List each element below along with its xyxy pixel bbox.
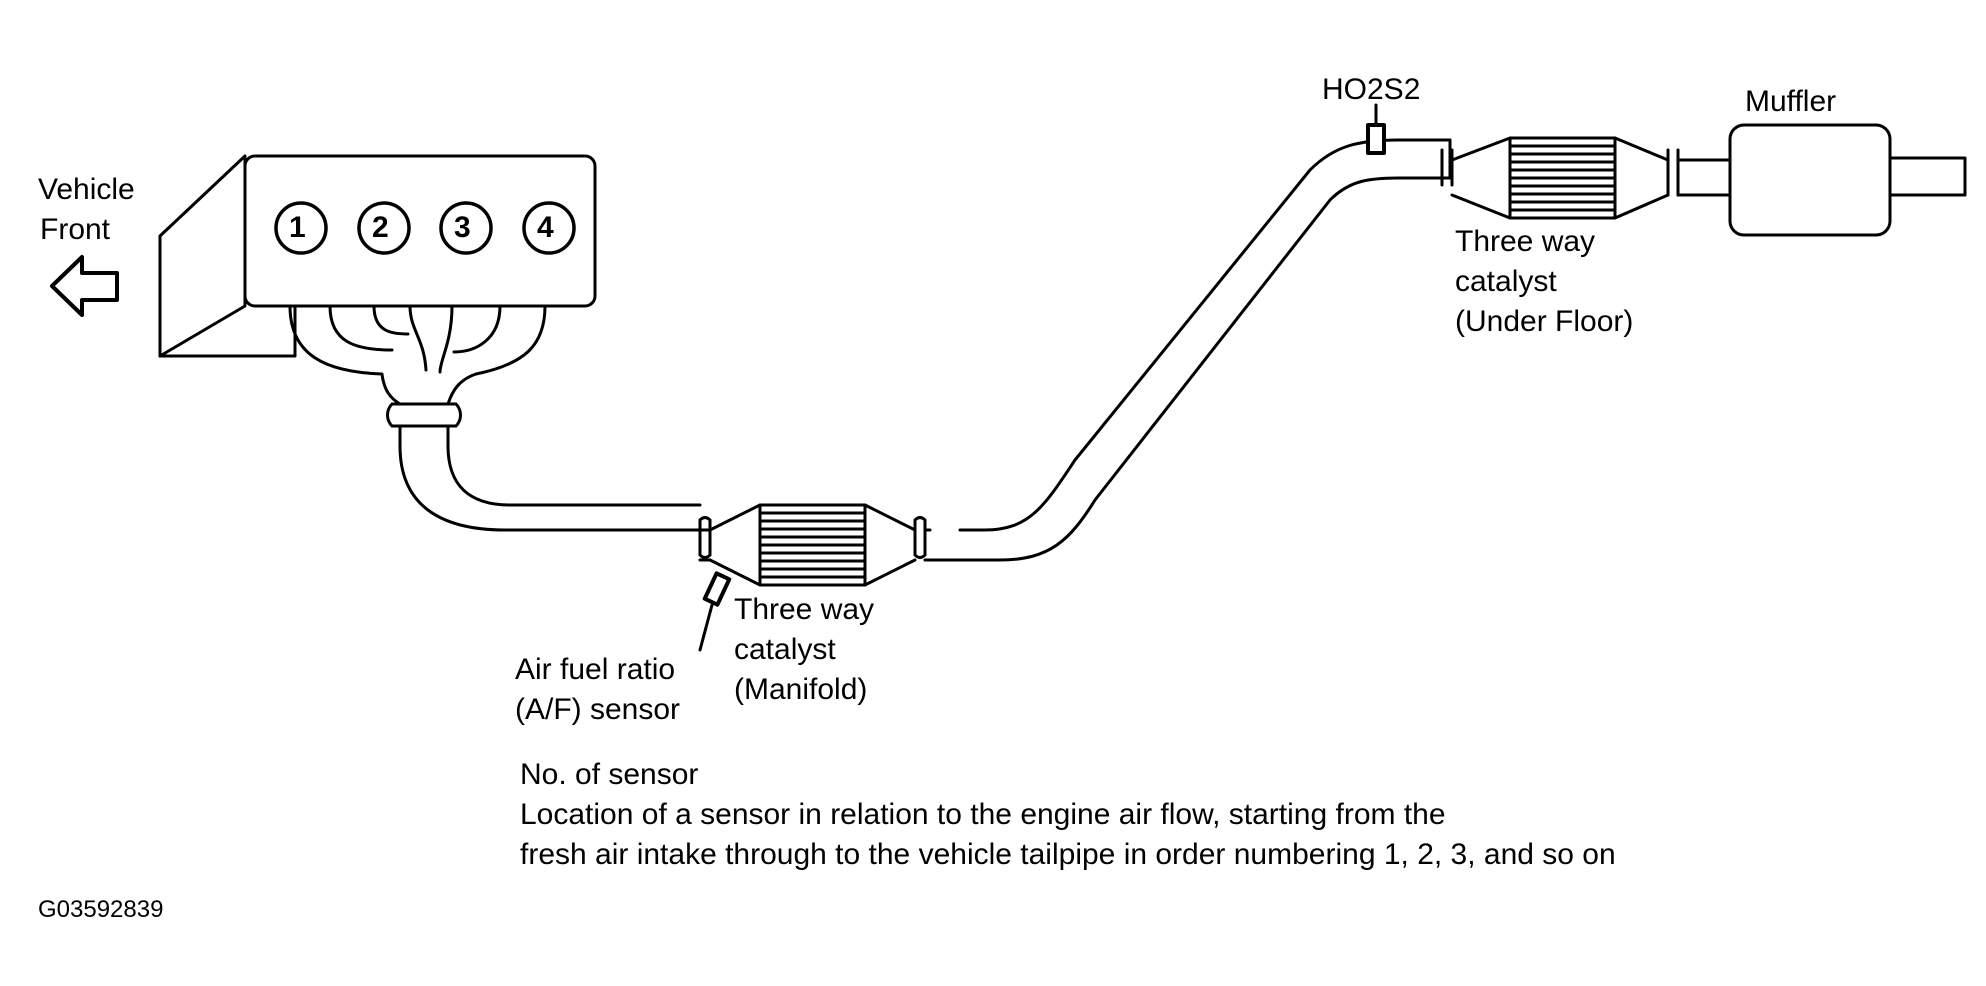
af-sensor-line-1: Air fuel ratio [515,653,676,686]
catalyst-manifold-line-1: Three way [734,593,875,626]
cylinder-1-icon [274,201,328,255]
catalyst-underfloor-line-3: (Under Floor) [1455,305,1634,338]
engine-block [158,154,597,358]
catalyst-manifold-line-2: catalyst [734,633,836,666]
underfloor-catalyst [1440,136,1732,220]
af-sensor-label: Air fuel ratio (A/F) sensor [515,650,680,730]
cylinder-2-icon [357,201,411,255]
cylinder-3-label: 3 [454,211,471,244]
af-sensor-line-2: (A/F) sensor [515,693,681,726]
vehicle-front-arrow-icon [50,255,119,317]
front-pipe [398,424,702,532]
sensor-note-title: No. of sensor [520,758,699,791]
cylinder-3-icon [439,201,493,255]
sensor-note-line-2: fresh air intake through to the vehicle … [520,838,1616,871]
vehicle-front-label: Vehicle Front [38,170,135,250]
cylinder-4-label: 4 [537,211,554,244]
ho2s2-sensor-icon [1366,103,1386,155]
catalyst-underfloor-line-1: Three way [1455,225,1596,258]
exhaust-manifold [288,304,547,406]
muffler-label: Muffler [1745,85,1837,118]
sensor-note-line-1: Location of a sensor in relation to the … [520,798,1446,831]
catalyst-underfloor-label: Three way catalyst (Under Floor) [1455,222,1633,342]
catalyst-manifold-label: Three way catalyst (Manifold) [734,590,874,710]
manifold-flange [386,402,462,428]
catalyst-manifold-line-3: (Manifold) [734,673,868,706]
muffler-box [1728,123,1892,237]
mid-pipe [923,138,1452,562]
sensor-note: No. of sensor Location of a sensor in re… [520,755,1616,875]
vehicle-front-line-1: Vehicle [38,173,135,206]
catalyst-underfloor-line-2: catalyst [1455,265,1557,298]
ho2s2-label: HO2S2 [1322,73,1421,106]
cylinder-2-label: 2 [372,211,389,244]
cylinders [274,201,576,255]
manifold-catalyst [698,503,927,587]
cylinder-1-label: 1 [289,211,306,244]
af-sensor-icon [698,571,732,652]
tailpipe [1888,156,1967,197]
cylinder-4-icon [522,201,576,255]
vehicle-front-line-2: Front [40,213,111,246]
figure-id: G03592839 [38,896,164,923]
